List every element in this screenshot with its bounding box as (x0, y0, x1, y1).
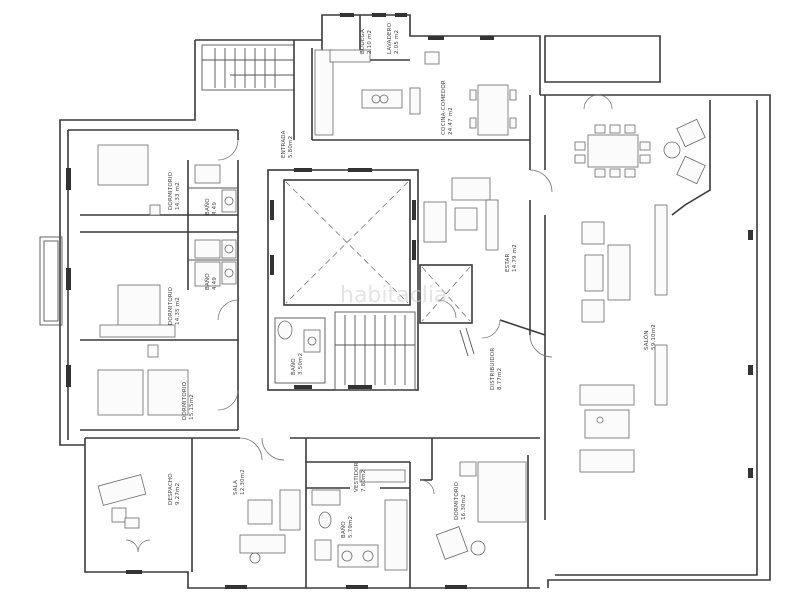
room-label-cocina-area: 24.47 m2 (448, 107, 454, 135)
room-label-cocina-name: COCINA-COMEDOR (441, 80, 447, 135)
room-label-entrada-name: ENTRADA (281, 130, 287, 158)
room-label-bano4-name: BAÑO (340, 521, 347, 538)
room-label-despacho-name: DESPACHO (168, 473, 174, 505)
room-label-vestidor-name: VESTIDOR (354, 462, 360, 492)
room-label-sala-area: 12.30m2 (240, 469, 246, 495)
room-label-entrada-area: 5.80m2 (288, 136, 294, 158)
room-label-bano2-area: 4.49 (212, 277, 218, 290)
outer-walls (39, 14, 771, 589)
room-label-dorm1-name: DORMITORIO (168, 171, 174, 210)
watermark: habitaclia (340, 283, 447, 308)
room-label-sala-name: SALA (233, 480, 239, 495)
room-label-dorm3-area: 15.15m2 (189, 394, 195, 420)
room-label-dorm2-area: 14.35 m2 (175, 297, 181, 325)
room-label-despacho-area: 9.27m2 (175, 483, 181, 505)
doors (125, 94, 613, 553)
room-label-salon-area: 59.10m2 (651, 324, 657, 350)
room-labels: BODEGA 2.10 m2 LAVADERO 2.05 m2 COCINA-C… (168, 22, 657, 538)
room-label-lavadero-area: 2.05 m2 (394, 30, 400, 54)
windows (66, 13, 753, 589)
room-label-estar-name: ESTAR (505, 254, 511, 272)
room-label-bodega-area: 2.10 m2 (367, 30, 373, 54)
room-label-bano1-area: 4.49 (212, 202, 218, 215)
room-label-lavadero-name: LAVADERO (387, 22, 393, 54)
room-label-distribuidor-name: DISTRIBUIDOR (490, 348, 496, 390)
room-label-vestidor-area: 7.80m2 (361, 470, 367, 492)
room-label-salon-name: SALÓN (643, 330, 650, 350)
room-label-bano3-name: BAÑO (290, 358, 297, 375)
room-label-distribuidor-area: 8.77m2 (497, 368, 503, 390)
room-label-bano1-name: BAÑO (204, 198, 211, 215)
room-label-bodega-name: BODEGA (360, 29, 366, 54)
room-label-dorm4-area: 16.30m2 (461, 494, 467, 520)
room-label-bano2-name: BAÑO (204, 273, 211, 290)
room-label-bano4-area: 5.79m2 (348, 516, 354, 538)
furniture (97, 49, 706, 571)
room-label-estar-area: 14.79 m2 (512, 244, 518, 272)
room-label-bano3-area: 3.50m2 (298, 353, 304, 375)
room-label-dorm3-name: DORMITORIO (182, 381, 188, 420)
room-label-dorm2-name: DORMITORIO (168, 286, 174, 325)
room-label-dorm4-name: DORMITORIO (454, 481, 460, 520)
room-label-dorm1-area: 14.33 m2 (175, 182, 181, 210)
